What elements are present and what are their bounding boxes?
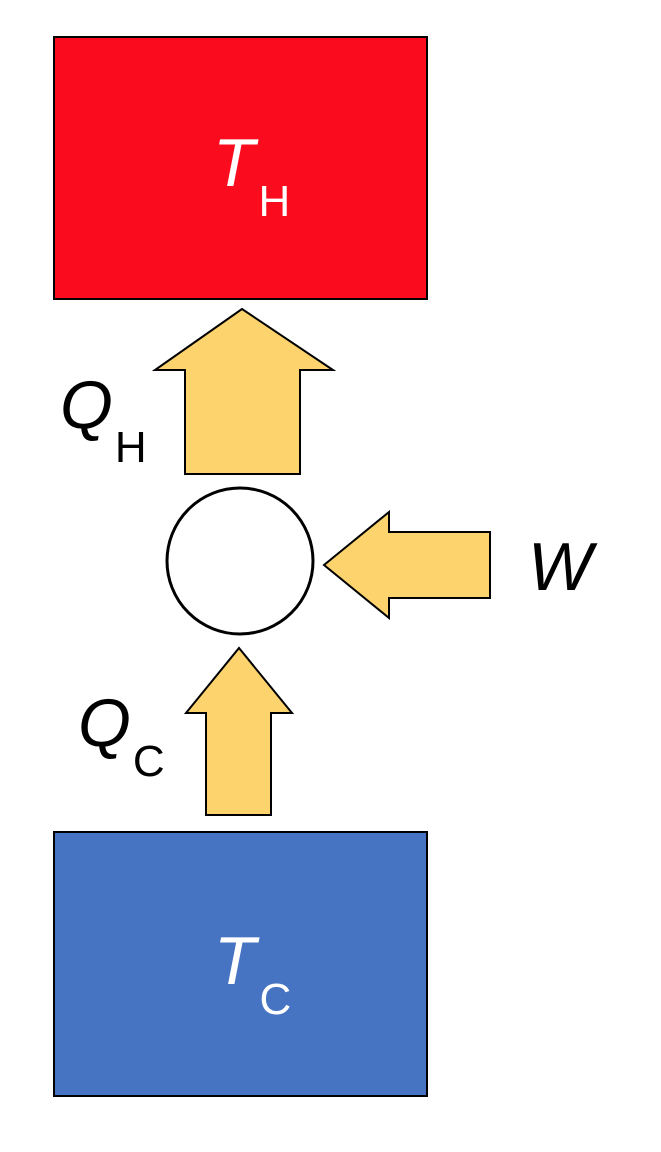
heat-cold-subscript: C [133,737,165,786]
heat-hot-symbol: Q [60,367,113,443]
hot-reservoir-subscript: H [259,177,291,226]
hot-reservoir-box [53,36,428,300]
hot-reservoir-symbol: T [213,125,259,201]
hot-reservoir: TH [53,36,428,300]
cold-reservoir: TC [53,831,428,1097]
work-arrow [322,509,491,621]
cold-reservoir-symbol: T [214,923,260,999]
cold-reservoir-subscript: C [260,975,292,1024]
cold-reservoir-box [53,831,428,1097]
heat-hot-label: QH [60,367,147,472]
engine-circle [165,486,315,636]
work-label: W [528,529,598,605]
heat-cold-label: QC [78,685,165,786]
heat-hot-subscript: H [115,423,147,472]
heat-cold-arrow [183,646,295,816]
heat-hot-arrow [151,307,337,475]
heat-cold-symbol: Q [78,685,131,761]
hot-reservoir-label: TH [213,125,290,226]
cold-reservoir-label: TC [214,923,291,1024]
